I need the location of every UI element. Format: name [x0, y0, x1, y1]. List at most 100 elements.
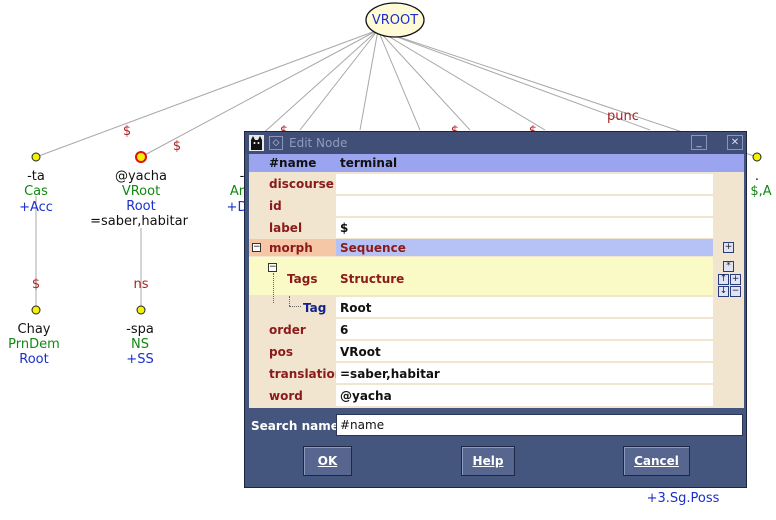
tree-edge [377, 29, 471, 131]
attr-row-label[interactable]: label $ [249, 217, 744, 238]
attr-name: id [269, 199, 282, 213]
attr-value-field[interactable]: VRoot [336, 341, 713, 361]
attr-name: Tags [287, 272, 318, 286]
window-menu-icon[interactable]: ◇ [269, 136, 283, 150]
partial-node-word: - [239, 169, 245, 184]
partial-node-pos: $,A [750, 184, 772, 199]
morph-value-bg [336, 239, 713, 256]
tree-connector [273, 273, 275, 303]
node-pos: Cas [24, 184, 48, 199]
edge-label: ns [133, 277, 149, 292]
tree-edge [377, 29, 651, 131]
search-name-input[interactable] [336, 414, 743, 436]
tree-connector [289, 296, 291, 306]
add-icon[interactable]: + [730, 274, 741, 285]
dialog-title: Edit Node [289, 136, 348, 150]
attr-row-word[interactable]: word @yacha [249, 384, 744, 406]
tree-edge [249, 29, 379, 146]
attr-name: morph [269, 241, 313, 255]
attr-value-field[interactable] [336, 174, 713, 194]
dialog-titlebar[interactable]: ◇ Edit Node _ ✕ [245, 132, 746, 154]
morph-name-bg [249, 239, 336, 256]
node-dot[interactable] [752, 152, 762, 162]
attr-value: =saber,habitar [340, 367, 440, 381]
tags-bg [249, 257, 713, 295]
node-dot[interactable] [136, 305, 146, 315]
edit-node-dialog: ◇ Edit Node _ ✕ #name terminal discourse… [244, 131, 747, 488]
attr-name: label [269, 221, 303, 235]
selected-node-dot[interactable] [135, 151, 147, 163]
node-translation: =saber,habitar [90, 214, 188, 229]
root-node-label[interactable]: VROOT [371, 13, 419, 28]
partial-node-word: . [754, 169, 760, 184]
tree-edge [359, 29, 379, 131]
partial-node-pos: Ar [229, 184, 245, 199]
attr-value-field[interactable]: $ [336, 218, 713, 238]
search-name-label: Search name: [251, 419, 344, 433]
header-row: #name terminal [249, 154, 744, 172]
node-word: Chay [17, 322, 51, 337]
collapse-icon[interactable]: − [252, 242, 261, 252]
node-word: -spa [126, 322, 154, 337]
attr-value-field[interactable]: 6 [336, 319, 713, 339]
attr-value: @yacha [340, 389, 392, 403]
node-morph: Root [126, 199, 156, 214]
tree-edge [377, 29, 421, 131]
ok-button[interactable]: OK [303, 446, 352, 476]
attr-name: word [269, 389, 303, 403]
attr-row-tag[interactable]: Tag Root [249, 296, 744, 317]
attr-value: VRoot [340, 345, 381, 359]
attr-row-pos[interactable]: pos VRoot [249, 340, 744, 361]
attr-name: translation [269, 367, 344, 381]
attr-row-order[interactable]: order 6 [249, 318, 744, 339]
attr-row-id[interactable]: id [249, 195, 744, 216]
move-down-icon[interactable]: ↓ [718, 286, 729, 297]
node-pos: VRoot [121, 184, 161, 199]
add-child-icon[interactable]: * [723, 261, 734, 272]
edge-label: $ [172, 139, 182, 154]
attr-value: Structure [340, 272, 405, 286]
node-pos: PrnDem [8, 337, 60, 352]
move-up-icon[interactable]: ↑ [718, 274, 729, 285]
add-element-icon[interactable]: + [723, 242, 734, 253]
tree-edge [35, 29, 379, 158]
attr-value-field[interactable]: Root [336, 297, 713, 317]
cat-icon [251, 136, 262, 150]
root-node-shape[interactable] [365, 2, 425, 38]
attr-name: discourse [269, 177, 334, 191]
attr-row-translation[interactable]: translation =saber,habitar [249, 362, 744, 383]
edge-label: punc [607, 109, 639, 124]
node-dot[interactable] [31, 152, 41, 162]
node-morph: +3.Sg.Poss [646, 491, 720, 506]
tree-edge [377, 29, 546, 131]
node-pos: NS [131, 337, 149, 352]
attr-value: 6 [340, 323, 349, 337]
tree-edge [299, 29, 379, 131]
help-button[interactable]: Help [461, 446, 515, 476]
remove-icon[interactable]: − [730, 286, 741, 297]
attr-row-discourse[interactable]: discourse [249, 173, 744, 194]
edge-label: $ [122, 124, 132, 139]
partial-node-morph: +D [226, 200, 248, 215]
attr-value: Sequence [340, 241, 406, 255]
app-icon [249, 135, 264, 151]
attr-name: pos [269, 345, 293, 359]
attr-row-tags[interactable]: − Tags Structure * ↑ + ↓ − [249, 257, 744, 303]
attr-row-morph[interactable]: − morph Sequence + [249, 239, 744, 256]
node-word: -ta [27, 169, 45, 184]
minimize-icon[interactable]: _ [691, 135, 707, 150]
edge-label: $ [31, 277, 41, 292]
node-dot[interactable] [31, 305, 41, 315]
close-icon[interactable]: ✕ [727, 135, 743, 150]
attr-name: Tag [303, 301, 327, 315]
attr-value-field[interactable]: =saber,habitar [336, 363, 713, 383]
node-word: @yacha [114, 169, 168, 184]
collapse-icon[interactable]: − [268, 262, 277, 272]
node-morph: Root [19, 352, 49, 367]
cancel-button[interactable]: Cancel [623, 446, 690, 476]
attr-value-field[interactable]: @yacha [336, 385, 713, 406]
attr-value: $ [340, 221, 349, 235]
attr-value: Root [340, 301, 372, 315]
attr-value-field[interactable] [336, 196, 713, 216]
header-value: terminal [340, 156, 398, 170]
